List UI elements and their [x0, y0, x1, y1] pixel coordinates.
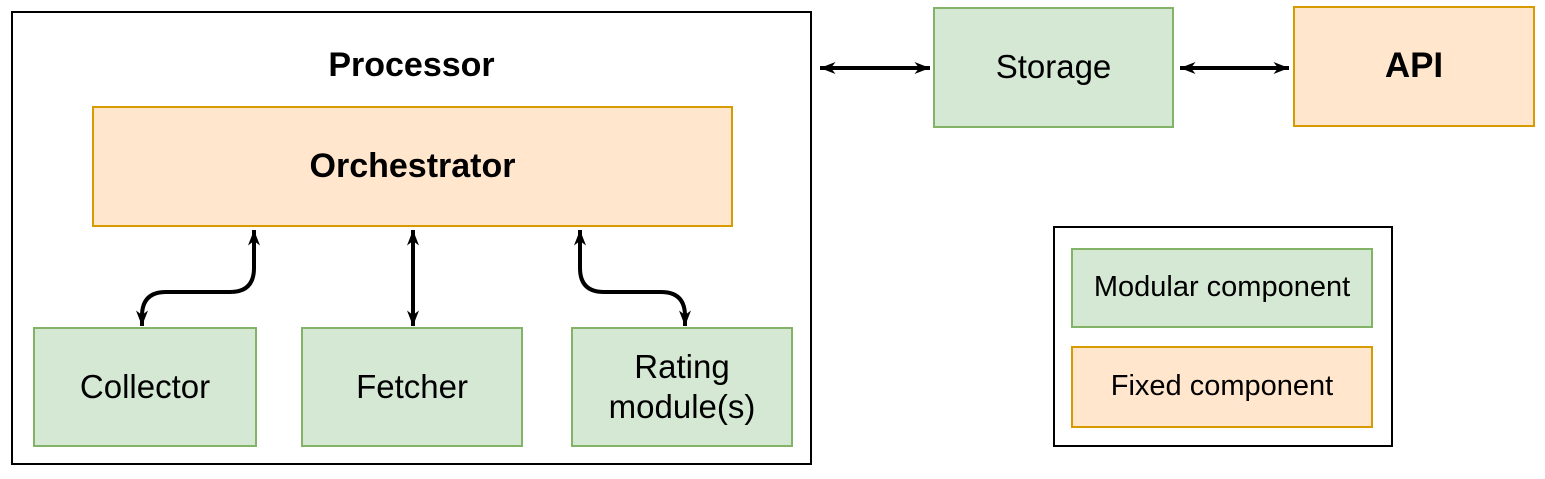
legend-modular-label: Modular component: [1093, 271, 1351, 304]
legend-item-fixed: Fixed component: [1071, 346, 1373, 428]
legend-item-modular: Modular component: [1071, 248, 1373, 328]
fetcher-box: Fetcher: [301, 327, 523, 447]
legend-fixed-label: Fixed component: [1110, 370, 1334, 403]
rating-modules-label: Rating module(s): [608, 347, 756, 425]
api-label: API: [1384, 46, 1444, 86]
legend: [1053, 226, 1393, 447]
rating-modules-box: Rating module(s): [571, 327, 793, 447]
processor-title: Processor: [328, 46, 495, 84]
orchestrator-box: Orchestrator: [92, 106, 733, 227]
api-box: API: [1293, 6, 1535, 127]
collector-label: Collector: [79, 367, 211, 405]
processor-group: Processor: [11, 11, 812, 465]
fetcher-label: Fetcher: [356, 367, 468, 405]
storage-label: Storage: [995, 48, 1112, 86]
orchestrator-label: Orchestrator: [309, 146, 516, 185]
storage-box: Storage: [933, 7, 1174, 128]
collector-box: Collector: [33, 327, 257, 447]
